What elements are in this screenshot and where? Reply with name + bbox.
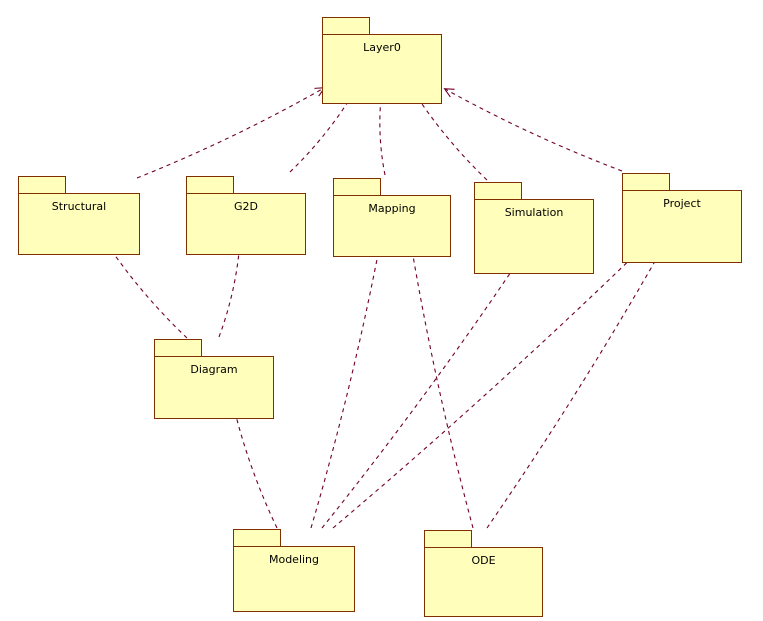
package-tab [233, 529, 281, 547]
dependency-ode-to-mapping[interactable] [407, 242, 474, 529]
package-modeling[interactable]: Modeling [233, 529, 355, 612]
package-body: Simulation [474, 199, 594, 274]
package-body: Modeling [233, 546, 355, 612]
dependency-ode-to-project[interactable] [486, 247, 663, 529]
package-tab [474, 182, 522, 200]
package-ode[interactable]: ODE [424, 530, 543, 617]
package-tab [333, 178, 381, 196]
dependency-modeling-to-project[interactable] [332, 247, 643, 529]
dependency-edges [104, 87, 663, 529]
dependency-mapping-to-layer0[interactable] [376, 87, 386, 176]
package-g2d[interactable]: G2D [186, 176, 306, 255]
package-label: G2D [234, 200, 258, 213]
package-body: Diagram [154, 356, 274, 419]
package-label: Layer0 [363, 41, 401, 54]
package-tab [186, 176, 234, 194]
dependency-project-to-layer0[interactable] [443, 88, 623, 172]
package-body: Structural [18, 193, 140, 255]
package-body: G2D [186, 193, 306, 255]
package-label: Diagram [190, 363, 238, 376]
package-layer0[interactable]: Layer0 [322, 17, 442, 104]
package-tab [18, 176, 66, 194]
package-label: ODE [471, 554, 496, 567]
package-diagram[interactable]: Diagram [154, 339, 274, 419]
package-project[interactable]: Project [622, 173, 742, 263]
package-simulation[interactable]: Simulation [474, 182, 594, 274]
dependency-diagram-to-structural[interactable] [104, 239, 188, 339]
package-body: Mapping [333, 195, 451, 257]
package-structural[interactable]: Structural [18, 176, 140, 255]
dependency-modeling-to-diagram[interactable] [230, 402, 278, 529]
package-body: Project [622, 190, 742, 263]
dependency-modeling-to-mapping[interactable] [310, 242, 384, 529]
package-label: Mapping [368, 202, 416, 215]
dependency-g2d-to-layer0[interactable] [289, 87, 357, 173]
package-tab [424, 530, 472, 548]
package-label: Project [663, 197, 701, 210]
package-mapping[interactable]: Mapping [333, 178, 451, 257]
dependency-diagram-to-g2d[interactable] [218, 239, 245, 338]
package-label: Modeling [268, 553, 320, 566]
package-tab [154, 339, 202, 357]
dependency-structural-to-layer0[interactable] [136, 87, 326, 179]
package-label: Structural [51, 200, 107, 213]
package-tab [622, 173, 670, 191]
package-body: Layer0 [322, 34, 442, 104]
dependency-modeling-to-simulation[interactable] [321, 258, 520, 529]
package-label: Simulation [504, 206, 564, 219]
package-tab [322, 17, 370, 35]
package-body: ODE [424, 547, 543, 617]
